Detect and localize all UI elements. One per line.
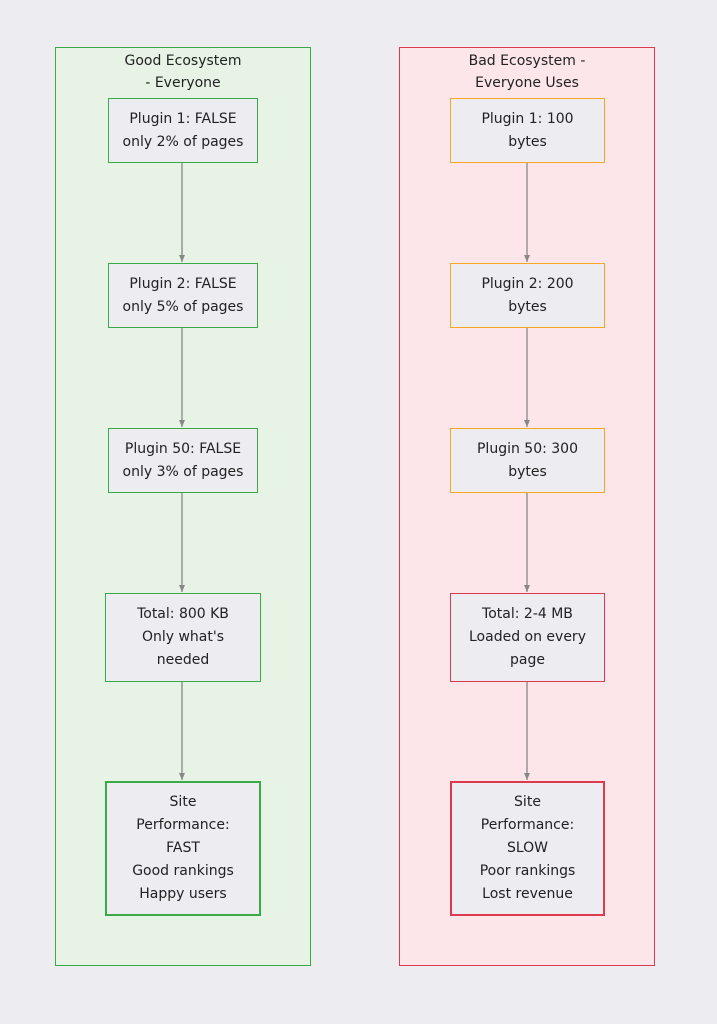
good-site-performance-node: Site Performance: FAST Good rankings Hap… xyxy=(105,781,261,916)
bad-plugin-2-node: Plugin 2: 200 bytes xyxy=(450,263,605,328)
good-plugin-2-node: Plugin 2: FALSE only 5% of pages xyxy=(108,263,258,328)
good-total-node: Total: 800 KB Only what's needed xyxy=(105,593,261,682)
good-plugin-1-node: Plugin 1: FALSE only 2% of pages xyxy=(108,98,258,163)
bad-site-performance-node: Site Performance: SLOW Poor rankings Los… xyxy=(450,781,605,916)
good-plugin-50-node: Plugin 50: FALSE only 3% of pages xyxy=(108,428,258,493)
good-ecosystem-title: Good Ecosystem - Everyone xyxy=(124,53,242,91)
bad-plugin-50-node: Plugin 50: 300 bytes xyxy=(450,428,605,493)
bad-ecosystem-title: Bad Ecosystem - Everyone Uses xyxy=(468,53,586,91)
bad-total-node: Total: 2-4 MB Loaded on every page xyxy=(450,593,605,682)
bad-plugin-1-node: Plugin 1: 100 bytes xyxy=(450,98,605,163)
